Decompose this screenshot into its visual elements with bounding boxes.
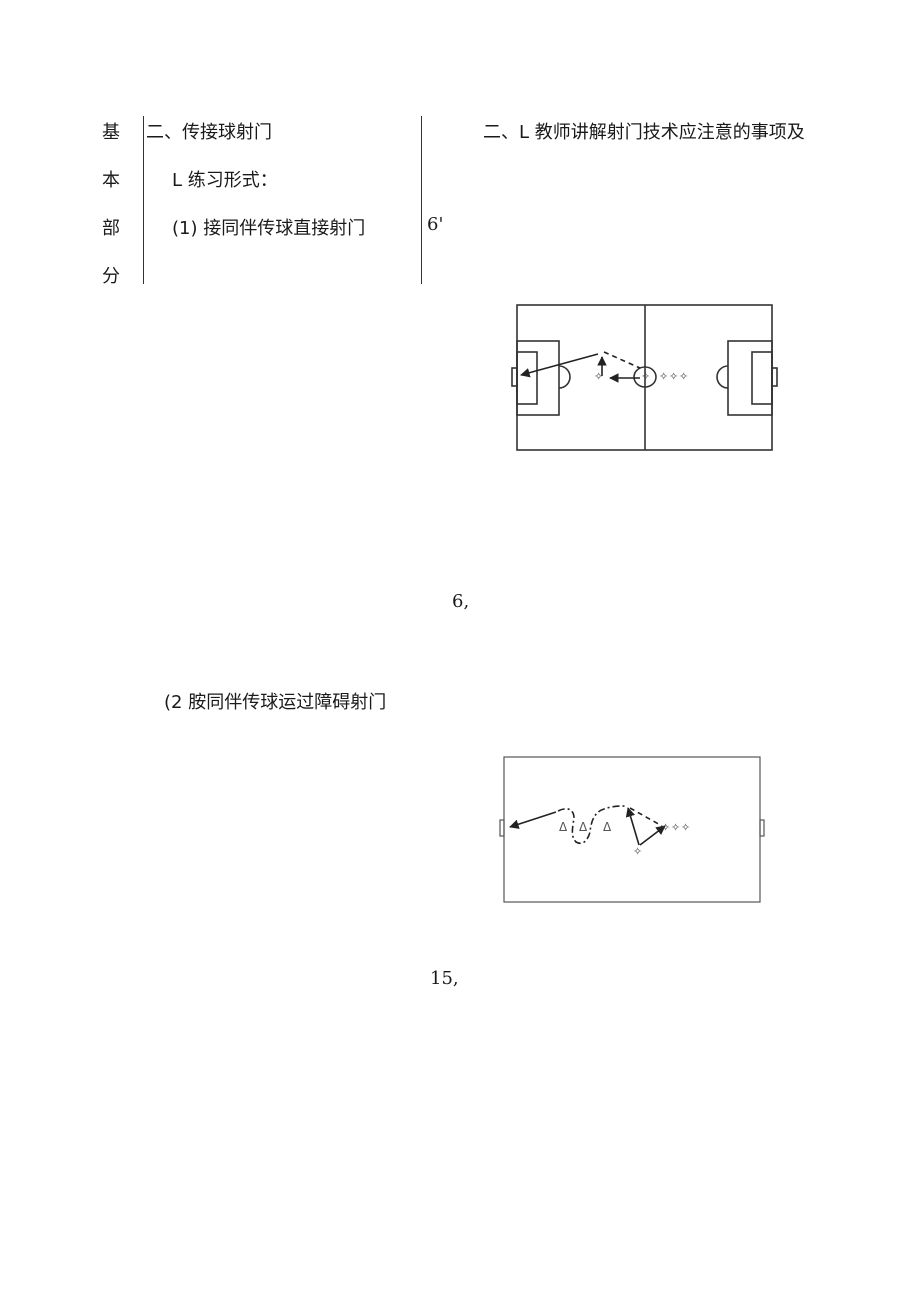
- column-divider-left: [143, 116, 144, 284]
- player-marker: ✧: [659, 370, 669, 383]
- player-marker: ✧: [679, 370, 689, 383]
- pitch-2-lines: [499, 756, 765, 903]
- time-value-3: 15,: [430, 968, 459, 989]
- player-marker: ✧: [594, 370, 604, 383]
- exercise-item-1: (1) 接同伴传球直接射门: [172, 218, 366, 239]
- column-divider-right: [421, 116, 422, 284]
- player-marker: ✧: [661, 821, 671, 834]
- section-label-char-2: 本: [102, 170, 120, 191]
- cone-obstacle: Δ: [579, 820, 588, 834]
- cone-obstacle: Δ: [603, 820, 612, 834]
- time-value-1: 6': [427, 214, 444, 235]
- exercise-form-label: L 练习形式：: [172, 170, 278, 191]
- section-label-char-4: 分: [102, 266, 120, 287]
- player-marker: ✧: [641, 370, 651, 383]
- player-marker: ✧: [681, 821, 691, 834]
- time-value-2: 6,: [452, 591, 470, 612]
- pitch-1-movement-paths: [520, 351, 641, 383]
- section-label-char-1: 基: [102, 122, 120, 143]
- player-marker: ✧: [671, 821, 681, 834]
- exercise-item-2: (2 胺同伴传球运过障碍射门: [164, 692, 387, 713]
- pitch-2-movement-paths: [509, 805, 666, 846]
- player-marker: ✧: [669, 370, 679, 383]
- exercise-heading: 二、传接球射门: [146, 122, 272, 143]
- section-label-char-3: 部: [102, 218, 120, 239]
- cone-obstacle: Δ: [559, 820, 568, 834]
- player-marker: ✧: [633, 845, 643, 858]
- teacher-instruction-heading: 二、L 教师讲解射门技术应注意的事项及: [483, 122, 805, 143]
